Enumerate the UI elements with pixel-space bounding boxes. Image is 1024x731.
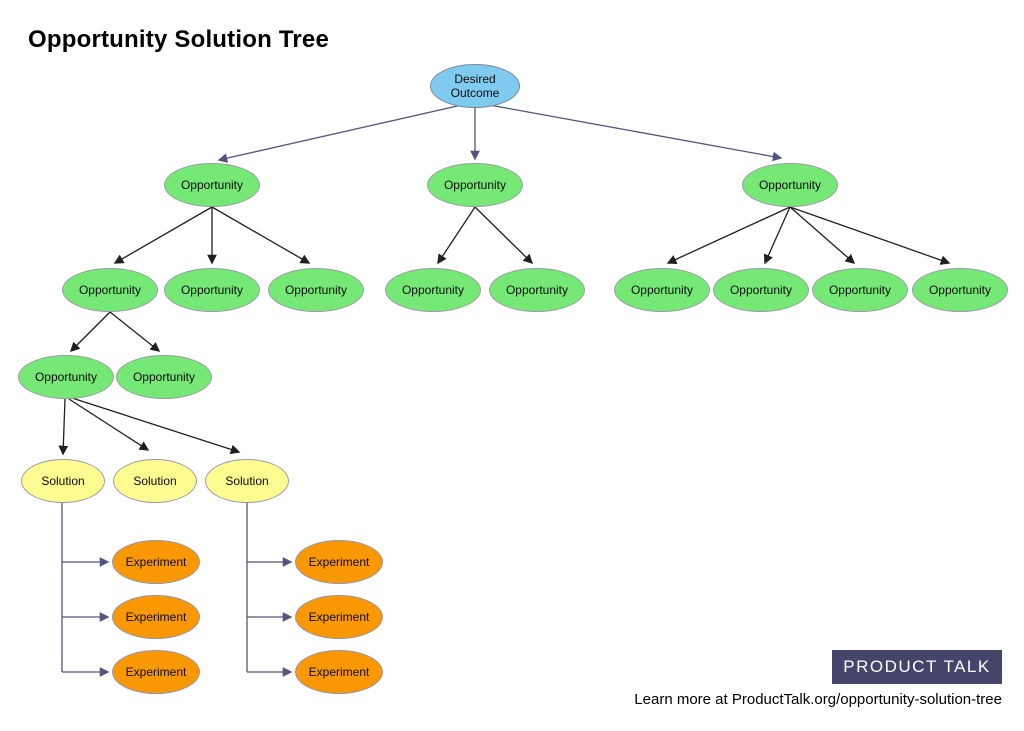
node-experiment-3-1: Experiment [295, 540, 383, 584]
node-opportunity-3-2: Opportunity [713, 268, 809, 312]
node-opportunity-1-1-1: Opportunity [18, 355, 114, 399]
node-opportunity-1: Opportunity [164, 163, 260, 207]
node-experiment-3-3: Experiment [295, 650, 383, 694]
node-opportunity-3-3: Opportunity [812, 268, 908, 312]
node-opportunity-1-1: Opportunity [62, 268, 158, 312]
edge-outcome-opp3 [483, 103, 783, 162]
node-opportunity-1-2: Opportunity [164, 268, 260, 312]
node-experiment-3-2: Experiment [295, 595, 383, 639]
edge-opp111-sol3 [71, 397, 241, 455]
edge-outcome-opp1 [217, 103, 467, 163]
page-title: Opportunity Solution Tree [28, 26, 329, 53]
product-talk-badge: PRODUCT TALK [832, 650, 1002, 684]
node-opportunity-2: Opportunity [427, 163, 523, 207]
edge-opp2-opp21 [437, 206, 476, 265]
edge-opp111-sol2 [68, 398, 150, 451]
node-opportunity-3: Opportunity [742, 163, 838, 207]
node-opportunity-2-1: Opportunity [385, 268, 481, 312]
node-opportunity-1-1-2: Opportunity [116, 355, 212, 399]
edge-opp11-opp112 [109, 311, 161, 352]
node-opportunity-1-3: Opportunity [268, 268, 364, 312]
node-opportunity-3-1: Opportunity [614, 268, 710, 312]
node-desired-outcome: Desired Outcome [430, 64, 520, 108]
learn-more-text: Learn more at ProductTalk.org/opportunit… [634, 691, 1002, 708]
node-opportunity-3-4: Opportunity [912, 268, 1008, 312]
node-solution-1: Solution [21, 459, 105, 503]
node-opportunity-2-2: Opportunity [489, 268, 585, 312]
edge-opp111-sol1 [58, 398, 69, 456]
edge-opp3-opp32 [763, 206, 791, 265]
edge-opp3-opp34 [789, 206, 951, 265]
node-experiment-1-1: Experiment [112, 540, 200, 584]
edge-opp11-opp111 [69, 311, 111, 353]
node-experiment-1-3: Experiment [112, 650, 200, 694]
edge-opp1-opp11 [113, 206, 213, 264]
node-solution-2: Solution [113, 459, 197, 503]
edge-opp3-opp33 [789, 206, 856, 264]
edge-opp3-opp31 [666, 206, 791, 264]
node-experiment-1-2: Experiment [112, 595, 200, 639]
edge-opp1-opp13 [211, 206, 311, 264]
node-solution-3: Solution [205, 459, 289, 503]
edge-opp2-opp22 [474, 206, 534, 265]
